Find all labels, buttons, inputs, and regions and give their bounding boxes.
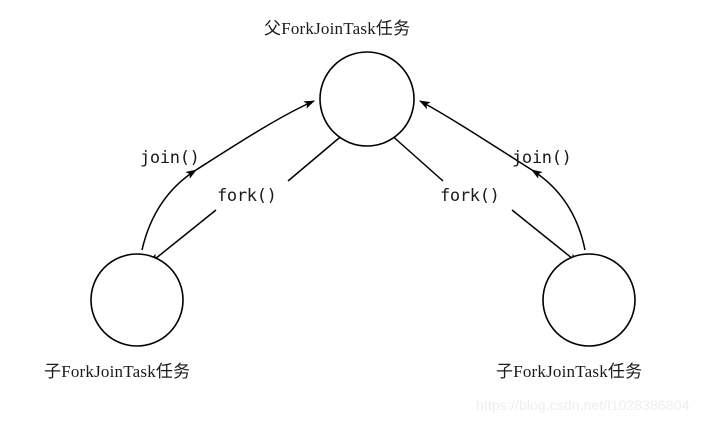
join-left-label: join() — [140, 148, 200, 168]
join-right-edge-upper — [419, 100, 533, 171]
fork-left-edge-lower — [149, 209, 217, 264]
join-right-label: join() — [512, 148, 572, 168]
child-task-right-label: 子ForkJoinTask任务 — [496, 362, 643, 381]
fork-right-edge-lower — [511, 209, 579, 264]
child-task-left-label: 子ForkJoinTask任务 — [44, 362, 191, 381]
node-parent-task[interactable] — [319, 51, 415, 147]
join-left-edge — [141, 169, 197, 251]
fork-right-edge — [388, 132, 444, 182]
node-child-task-right[interactable] — [542, 253, 636, 347]
fork-right-label: fork() — [440, 186, 500, 206]
parent-task-label: 父ForkJoinTask任务 — [264, 19, 411, 38]
join-left-edge-upper — [195, 100, 315, 171]
join-right-edge — [531, 169, 586, 251]
fork-left-label: fork() — [217, 186, 277, 206]
node-child-task-left[interactable] — [90, 253, 184, 347]
fork-left-edge — [287, 132, 346, 182]
watermark-text: https://blog.csdn.net/l1028386804 — [476, 397, 690, 413]
